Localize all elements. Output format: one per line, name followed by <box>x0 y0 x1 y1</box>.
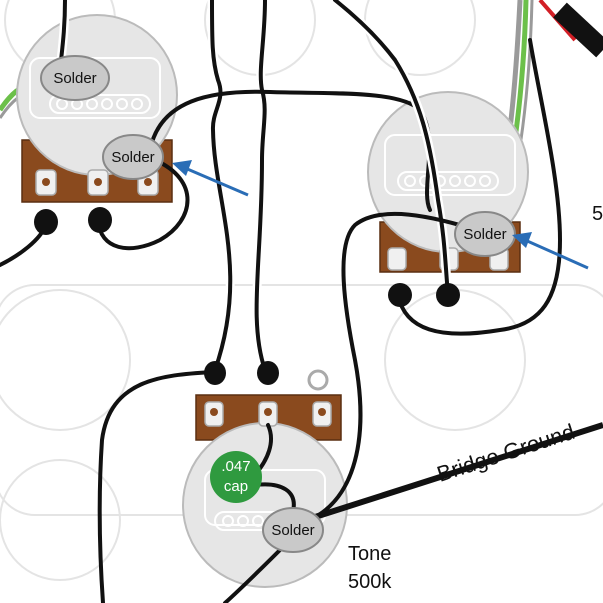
tone-label: Tone <box>348 543 391 565</box>
solder-joint-top-left: Solder <box>40 55 110 101</box>
svg-text:.047: .047 <box>221 458 250 475</box>
svg-text:cap: cap <box>224 478 248 495</box>
pot-stamp <box>384 134 516 196</box>
tone-value-label: 500k <box>348 571 392 593</box>
edge-digit-label: 5 <box>592 203 603 225</box>
bridge-ground-label: Bridge Ground <box>434 419 578 487</box>
solder-joint-tone: Solder <box>262 507 324 553</box>
solder-joint-mid-left: Solder <box>102 134 164 180</box>
svg-text:Solder: Solder <box>271 522 314 539</box>
svg-text:Solder: Solder <box>53 70 96 87</box>
svg-text:Solder: Solder <box>463 226 506 243</box>
terminal-dots <box>34 207 460 385</box>
pot-lug-holes <box>210 408 326 416</box>
pot-lug-holes <box>42 178 152 186</box>
svg-text:Solder: Solder <box>111 149 154 166</box>
bridge-ground-wire <box>289 422 603 528</box>
arrow-icon <box>512 232 589 270</box>
pot-terminal-empty <box>307 369 329 391</box>
capacitor: .047 cap <box>210 451 262 503</box>
solder-joint-right: Solder <box>454 211 516 257</box>
arrow-icon <box>172 160 249 197</box>
pot-tone <box>182 369 348 588</box>
